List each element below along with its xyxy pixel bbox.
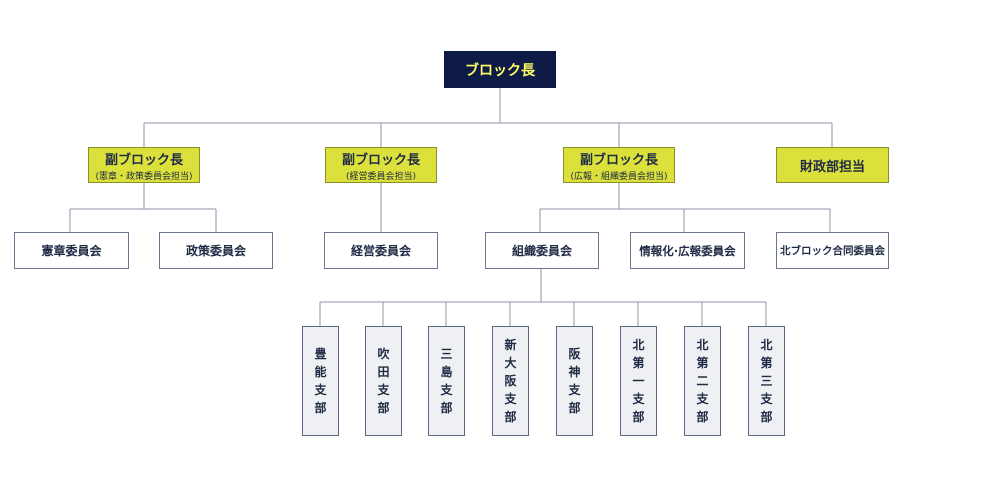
branch-box-1: 豊能支部 [302, 326, 339, 436]
branch-label: 北第一支部 [632, 338, 645, 424]
committee-box-keiei: 経営委員会 [324, 232, 438, 269]
committee-box-joho-koho: 情報化·広報委員会 [630, 232, 745, 269]
deputy-box-3: 副ブロック長 (広報・組織委員会担当) [563, 147, 675, 183]
branch-label: 三島支部 [440, 347, 453, 415]
branch-label: 新大阪支部 [504, 338, 517, 424]
branch-box-6: 北第一支部 [620, 326, 657, 436]
committee-label: 組織委員会 [511, 244, 572, 258]
finance-box: 財政部担当 [776, 147, 889, 183]
committee-box-soshiki: 組織委員会 [485, 232, 599, 269]
branch-box-5: 阪神支部 [556, 326, 593, 436]
committee-label: 情報化·広報委員会 [639, 243, 736, 258]
deputy-sublabel: (広報・組織委員会担当) [570, 171, 668, 182]
branch-box-8: 北第三支部 [748, 326, 785, 436]
committee-label: 政策委員会 [185, 244, 246, 258]
finance-label: 財政部担当 [799, 159, 865, 175]
branch-label: 豊能支部 [314, 347, 327, 415]
deputy-sublabel: (憲章・政策委員会担当) [95, 171, 193, 182]
deputy-box-1: 副ブロック長 (憲章・政策委員会担当) [88, 147, 200, 183]
branch-box-2: 吹田支部 [365, 326, 402, 436]
branch-label: 北第二支部 [696, 338, 709, 424]
deputy-label: 副ブロック長 [104, 152, 183, 168]
branch-label: 吹田支部 [377, 347, 390, 415]
committee-box-kita-godo: 北ブロック合同委員会 [776, 232, 889, 269]
branch-label: 北第三支部 [760, 338, 773, 424]
deputy-label: 副ブロック長 [341, 152, 420, 168]
committee-box-kensho: 憲章委員会 [14, 232, 129, 269]
deputy-label: 副ブロック長 [579, 152, 658, 168]
branch-box-3: 三島支部 [428, 326, 465, 436]
committee-label: 憲章委員会 [41, 244, 102, 258]
committee-label: 経営委員会 [350, 244, 411, 258]
block-leader-box: ブロック長 [444, 51, 556, 88]
branch-label: 阪神支部 [568, 347, 581, 415]
committee-box-seisaku: 政策委員会 [159, 232, 273, 269]
branch-box-7: 北第二支部 [684, 326, 721, 436]
deputy-box-2: 副ブロック長 (経営委員会担当) [325, 147, 437, 183]
committee-label: 北ブロック合同委員会 [780, 245, 885, 257]
deputy-sublabel: (経営委員会担当) [345, 171, 417, 182]
branch-box-4: 新大阪支部 [492, 326, 529, 436]
block-leader-label: ブロック長 [465, 62, 535, 79]
